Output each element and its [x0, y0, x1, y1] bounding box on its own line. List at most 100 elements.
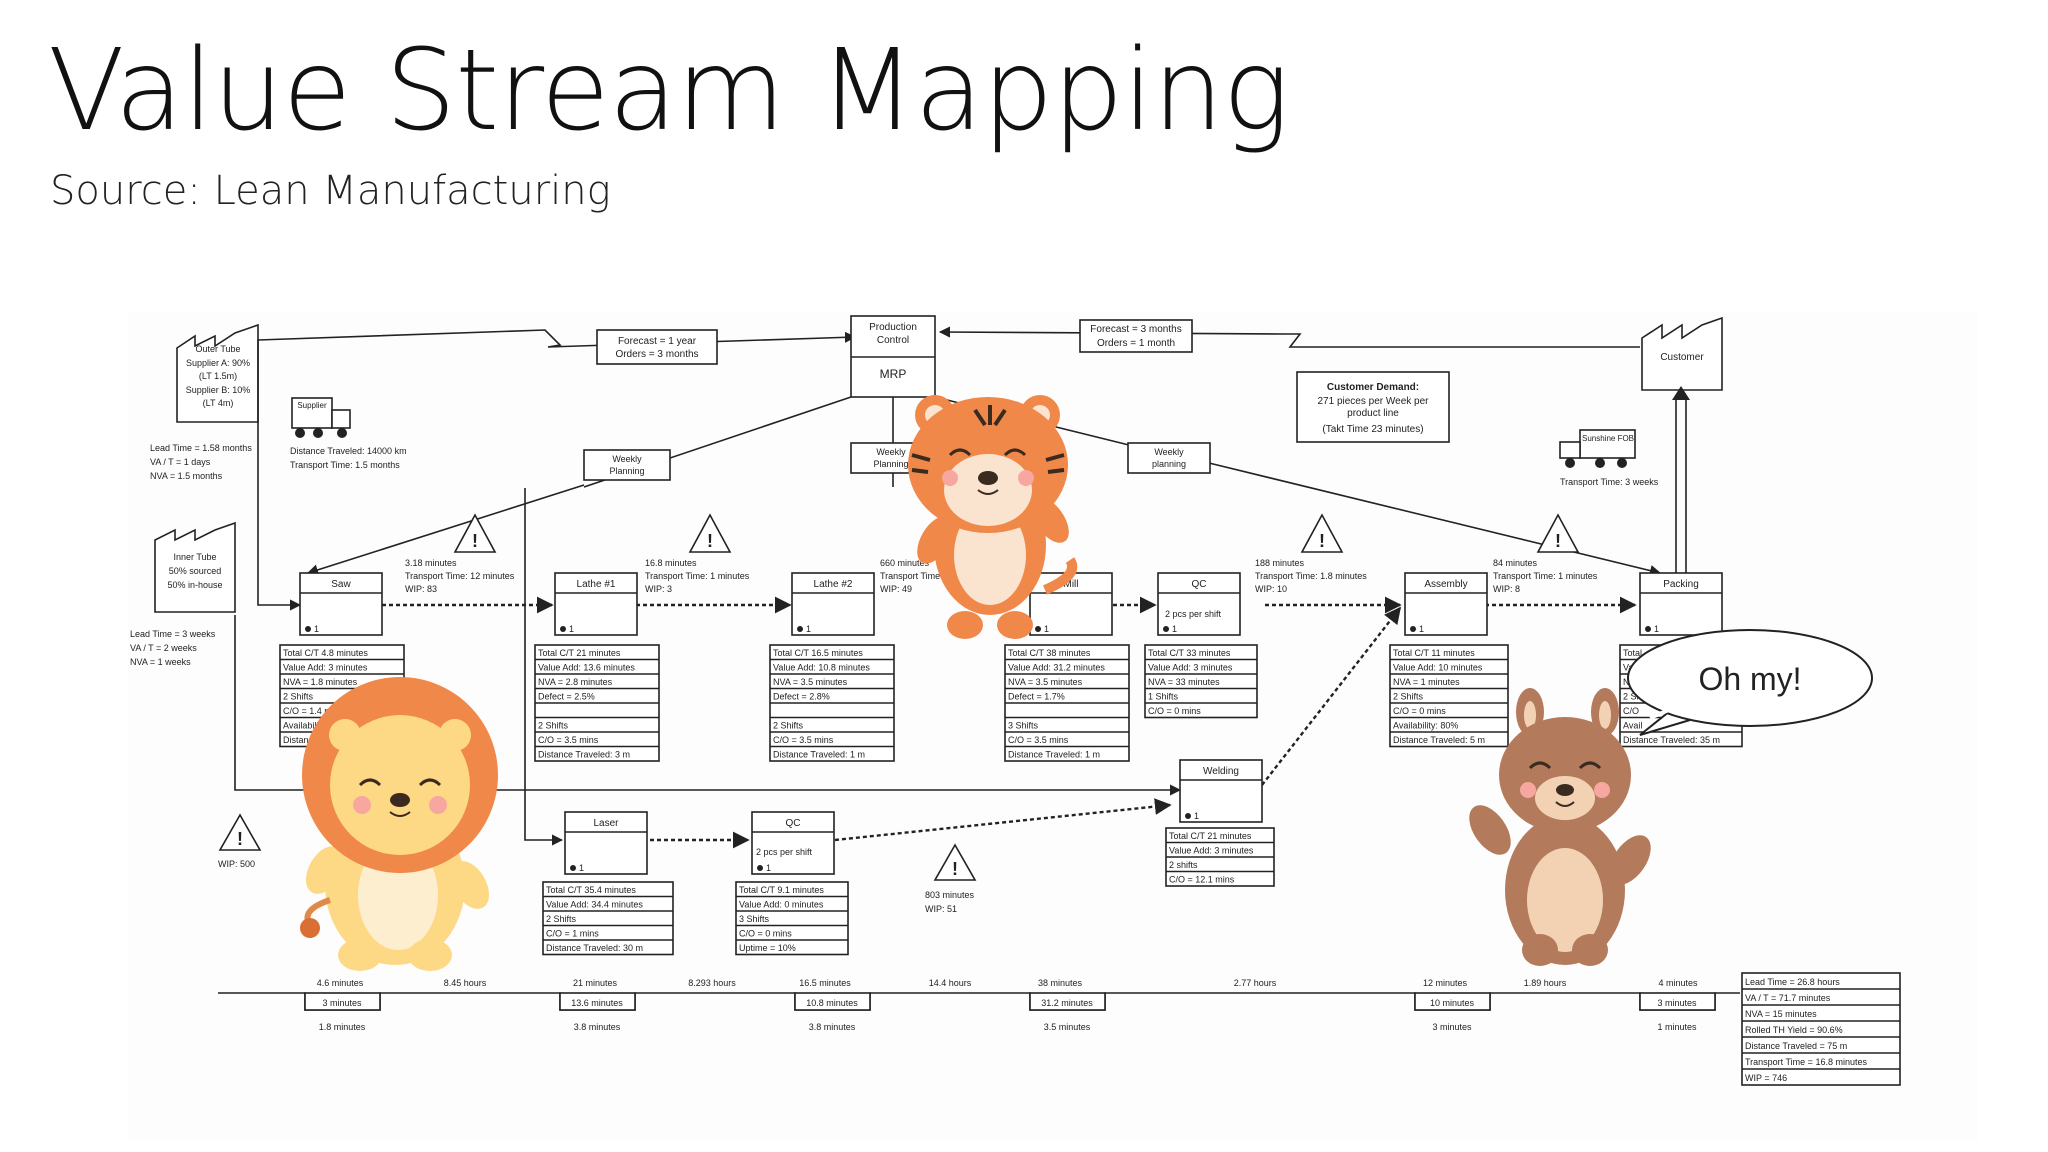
svg-text:VA / T = 2 weeks: VA / T = 2 weeks — [130, 643, 197, 653]
process-name: Laser — [593, 818, 619, 829]
planning-box: Weekly Planning — [583, 449, 671, 481]
svg-text:WIP: 51: WIP: 51 — [925, 904, 957, 914]
svg-text:803 minutes: 803 minutes — [925, 890, 975, 900]
svg-text:Outer Tube: Outer Tube — [195, 344, 240, 354]
process-data-row: C/O = 0 mins — [739, 929, 792, 939]
inventory-label: 84 minutes — [1493, 558, 1538, 568]
inventory-label: WIP: 3 — [645, 584, 672, 594]
process-name: Lathe #2 — [814, 579, 853, 590]
svg-text:!: ! — [472, 531, 478, 551]
production-control-label: Control — [877, 335, 909, 346]
timeline-below: 3 minutes — [1432, 1022, 1472, 1032]
svg-text:Customer Demand:: Customer Demand: — [1327, 382, 1419, 393]
planning-box: Weekly planning — [1127, 442, 1211, 474]
process-data-row: NVA = 3.5 minutes — [1008, 677, 1083, 687]
process-name: Assembly — [1424, 579, 1467, 590]
svg-text:(LT 4m): (LT 4m) — [203, 398, 234, 408]
timeline-below: 3.5 minutes — [1044, 1022, 1091, 1032]
operator-count: 1 — [766, 863, 771, 873]
svg-text:Planning: Planning — [609, 466, 644, 476]
material-flow-line-lower — [234, 615, 1182, 796]
timeline-wait: 1.89 hours — [1524, 978, 1567, 988]
svg-text:NVA = 1 weeks: NVA = 1 weeks — [130, 657, 191, 667]
process-data-row: 2 shifts — [1169, 860, 1198, 870]
inventory-label: Transport Time — [880, 571, 940, 581]
timeline-wait: 14.4 hours — [929, 978, 972, 988]
process-name: Welding — [1203, 766, 1239, 777]
timeline-wait: 16.5 minutes — [799, 978, 851, 988]
svg-text:!: ! — [1555, 531, 1561, 551]
process-data-row: Distance Traveled: 1 m — [773, 750, 865, 760]
process-data-row: 2 Shifts — [538, 721, 569, 731]
process-data-row: Avail — [1623, 721, 1642, 731]
slide-subtitle: Source: Lean Manufacturing — [50, 168, 611, 214]
supplier-outer-stats: Lead Time = 1.58 months VA / T = 1 days … — [150, 443, 252, 481]
process-data-row: NVA = 33 minutes — [1148, 677, 1220, 687]
inventory-triangle: ! 803 minutes WIP: 51 — [925, 843, 977, 914]
process-data-row: Total C/T 35.4 minutes — [546, 885, 636, 895]
process-data-row: Value Add: 3 minutes — [1169, 846, 1254, 856]
production-control-box: Production Control MRP — [850, 315, 936, 398]
process-data-row: Defect = 2.5% — [538, 692, 595, 702]
inventory-label: WIP: 83 — [405, 584, 437, 594]
process-name: Lathe #1 — [577, 579, 616, 590]
forecast-right-line: Orders = 1 month — [1097, 338, 1175, 349]
summary-row: Transport Time = 16.8 minutes — [1745, 1057, 1867, 1067]
operator-count: 1 — [1044, 624, 1049, 634]
summary-row: VA / T = 71.7 minutes — [1745, 993, 1831, 1003]
svg-text:Planning: Planning — [873, 459, 908, 469]
push-arrows — [382, 596, 1637, 849]
process-data-row: Total C/T 21 minutes — [538, 648, 621, 658]
inventory-label: WIP: 10 — [1255, 584, 1287, 594]
process-data-row: NVA = 1 minutes — [1393, 677, 1460, 687]
summary-row: Rolled TH Yield = 90.6% — [1745, 1025, 1843, 1035]
process-data-row: Value Add: 10.8 minutes — [773, 663, 870, 673]
truck-icon: Sunshine FOB Transport Time: 3 weeks — [1559, 429, 1659, 487]
svg-text:Supplier A: 90%: Supplier A: 90% — [186, 358, 250, 368]
operator-count: 1 — [569, 624, 574, 634]
svg-text:(Takt Time 23 minutes): (Takt Time 23 minutes) — [1322, 424, 1423, 435]
timeline-va: 10.8 minutes — [806, 998, 858, 1008]
process-data-row: 2 Shifts — [773, 721, 804, 731]
process-data-row: Distance Traveled: 30 m — [546, 943, 643, 953]
timeline-wait: 38 minutes — [1038, 978, 1083, 988]
process-data-row: Distance Traveled: 3 m — [538, 750, 630, 760]
operator-count: 1 — [579, 863, 584, 873]
svg-text:!: ! — [952, 859, 958, 879]
supplier-inner-factory: Inner Tube 50% sourced 50% in-house — [154, 521, 236, 613]
inventory-label: WIP: 49 — [880, 584, 912, 594]
process-data-row: Availability: 80% — [1393, 721, 1458, 731]
slide-title: Value Stream Mapping — [48, 26, 1290, 156]
svg-text:Lead Time = 1.58 months: Lead Time = 1.58 months — [150, 443, 252, 453]
svg-text:VA / T = 1 days: VA / T = 1 days — [150, 457, 211, 467]
timeline-va: 3 minutes — [322, 998, 362, 1008]
process-data-row: NVA = 1.8 minutes — [283, 677, 358, 687]
process-name: Mill — [1064, 579, 1079, 590]
timeline-va: 10 minutes — [1430, 998, 1475, 1008]
inventory-label: Transport Time: 1 minutes — [1493, 571, 1598, 581]
svg-text:product line: product line — [1347, 408, 1399, 419]
truck-icon: Supplier Distance Traveled: 14000 km Tra… — [290, 397, 407, 470]
timeline-below: 3.8 minutes — [809, 1022, 856, 1032]
svg-text:WIP: 500: WIP: 500 — [218, 859, 255, 869]
process-data-row: Total C/T 33 minutes — [1148, 648, 1231, 658]
process-data-row: Total C/T 9.1 minutes — [739, 885, 824, 895]
process-data-row: Value Add: 13.6 minutes — [538, 663, 635, 673]
process-data-row: 2 Shifts — [1393, 692, 1424, 702]
svg-text:Supplier: Supplier — [297, 401, 327, 410]
timeline-wait: 4 minutes — [1658, 978, 1698, 988]
process-data-row: 2 Shifts — [546, 914, 577, 924]
process-data-row: NVA = 3.5 minutes — [773, 677, 848, 687]
process-name: QC — [1192, 579, 1207, 590]
speech-bubble: Oh my! — [1627, 629, 1873, 736]
svg-text:Weekly: Weekly — [612, 454, 642, 464]
